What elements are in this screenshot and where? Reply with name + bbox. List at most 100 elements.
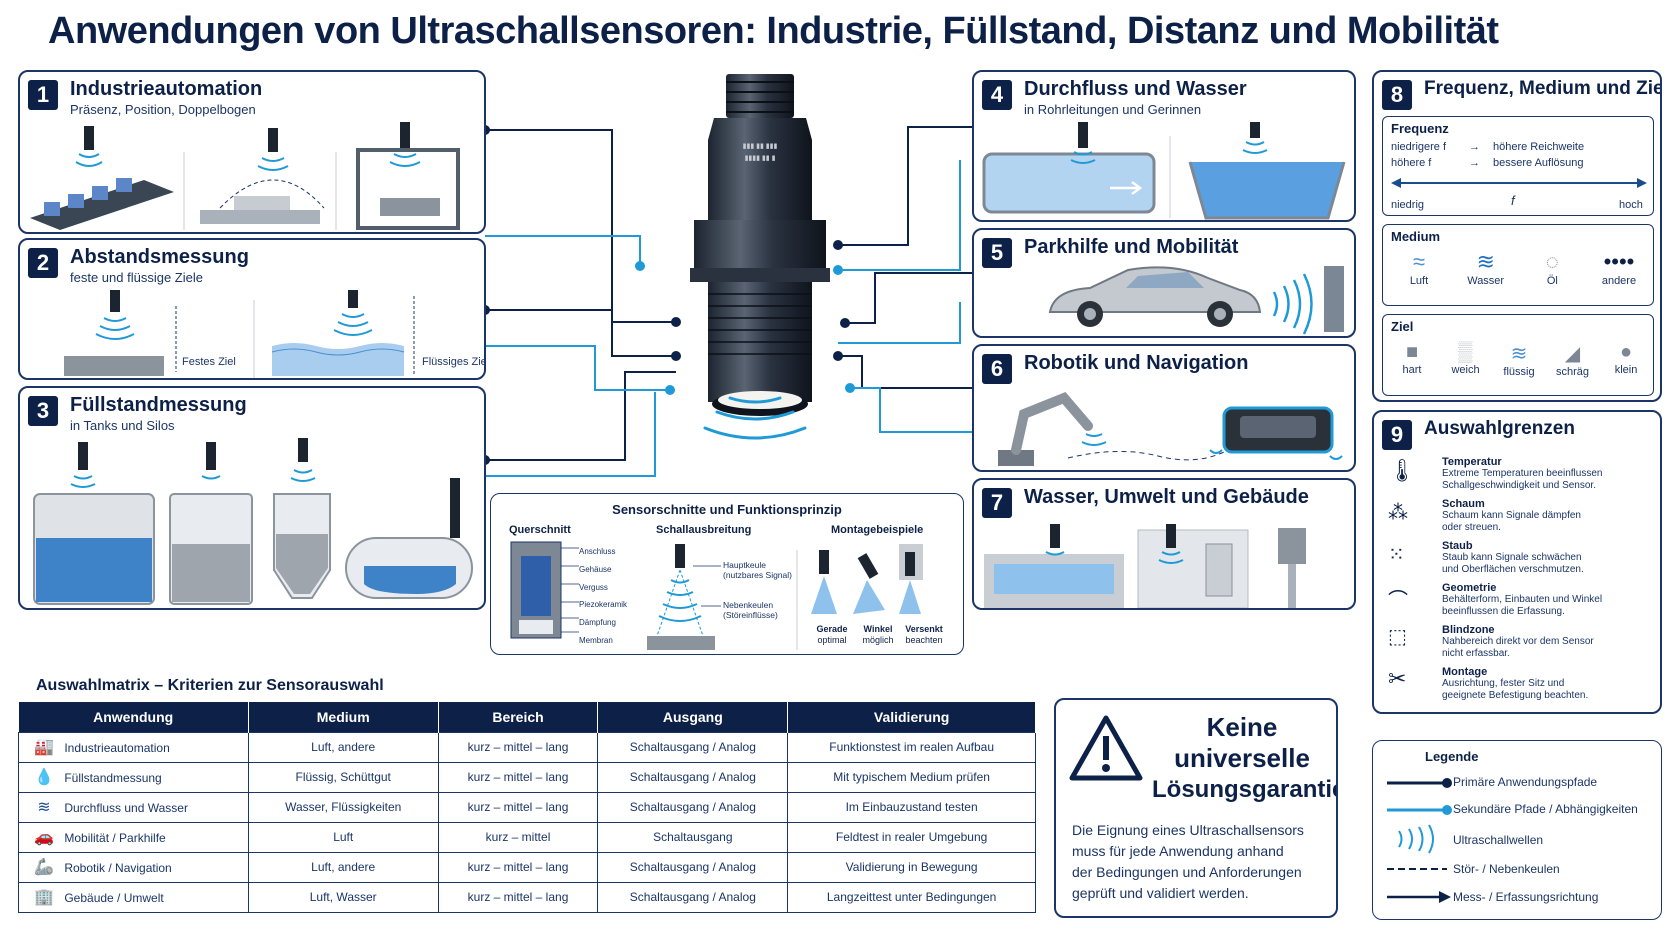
limit-heading: Montage [1442,666,1488,678]
limit-heading: Geometrie [1442,582,1497,594]
legend-box: Legende Primäre Anwendungspfade Sekundär… [1372,740,1662,920]
panel-number: 8 [1382,80,1412,110]
mount-straight-label: Gerade [816,624,848,634]
legend-waves: Ultraschallwellen [1453,833,1544,847]
table-row: 🚗 Mobilität / Parkhilfe Luft kurz – mitt… [18,821,1036,853]
mount-straight-sub: optimal [817,635,847,645]
robotics-illustration [998,392,1343,466]
waves-icon: ≋ [37,799,51,816]
warning-body-line: muss für jede Anwendung anhand [1072,843,1284,859]
panel-subtitle: Präsenz, Position, Doppelbogen [70,102,256,117]
mount-angle-sub: möglich [862,635,894,645]
limit-geometry: Geometrie Behälterform, Einbauten und Wi… [1442,582,1656,618]
panel-subtitle: feste und flüssige Ziele [70,270,203,285]
cell-medium: Luft [247,821,439,853]
cell-range: kurz – mittel – lang [437,761,599,793]
legend-primary: Primäre Anwendungspfade [1453,775,1598,789]
tanks-illustration [33,438,473,605]
header-application: Anwendung [18,702,249,732]
warning-body-line: geprüft und validiert werden. [1072,885,1249,901]
panel-frequency-medium-target: 8 Frequenz, Medium und Ziel Frequenz nie… [1372,70,1662,402]
central-sensor: ▮▮▮ ▮▮ ▮▮▮ ▮▮▮▮ ▮▮ ▮ [690,74,830,416]
limit-text: oder streuen. [1442,522,1501,533]
robot-arm-icon: 🦾 [34,859,54,876]
header-medium: Medium [248,702,439,732]
warning-body-line: Die Eignung eines Ultraschallsensors [1072,822,1304,838]
panel-title: Frequenz, Medium und Ziel [1424,78,1662,99]
table-row: 🏢 Gebäude / Umwelt Luft, Wasser kurz – m… [18,881,1036,913]
panel-distance-measurement: 2 Abstandsmessung feste und flüssige Zie… [18,238,486,380]
side-lobe-text: Nebenkeulen [723,600,774,610]
freq-high-label: höhere f [1391,157,1432,169]
target-section: Ziel ■hart ▒weich ≋flüssig ◢schräg ●klei… [1382,314,1654,396]
panel-number: 6 [982,354,1012,384]
cross-section-title: Querschnitt [509,524,571,536]
sensor-principle-box: Sensorschnitte und Funktionsprinzip Quer… [490,493,964,655]
panel-title: Auswahlgrenzen [1424,418,1575,439]
medium-section: Medium ≈Luft ≋Wasser ◌Öl ••••andere [1382,224,1654,306]
label-potting: Verguss [579,582,608,592]
target-soft: weich [1451,364,1480,376]
warning-heading-line2: universelle [1174,743,1310,773]
main-lobe-subtext: (nutzbares Signal) [723,570,792,580]
air-icon: ≈ [1412,249,1426,274]
table-row: ≋ Durchfluss und Wasser Wasser, Flüssigk… [18,791,1036,823]
primary-path-3 [485,371,676,461]
legend-title: Legende [1425,749,1479,764]
target-title: Ziel [1391,319,1414,334]
panel-title: Füllstandmessung [70,394,247,416]
medium-oil: Öl [1546,275,1558,287]
panel-number: 5 [982,238,1012,268]
liquid-target-label: Flüssiges Ziel [422,356,486,368]
panel-subtitle: in Tanks und Silos [70,418,175,433]
cell-application: 🏢 Gebäude / Umwelt [18,881,249,913]
dust-icon: ⁙ [1388,544,1405,566]
warning-heading: Keine universelle Lösungsgarantie [1152,712,1338,805]
small-target-icon: ● [1619,341,1633,363]
axis-low-label: niedrig [1391,199,1425,211]
page-title: Anwendungen von Ultraschallsensoren: Ind… [48,10,1499,52]
limit-heading: Staub [1442,540,1473,552]
label-housing: Gehäuse [579,564,612,574]
factory-icon: 🏭 [34,739,54,756]
panel-level-measurement: 3 Füllstandmessung in Tanks und Silos [18,386,486,610]
limit-heading: Schaum [1442,498,1485,510]
limit-heading: Blindzone [1442,624,1495,636]
target-small: klein [1614,364,1638,376]
limit-mounting: Montage Ausrichtung, fester Sitz und gee… [1442,666,1656,702]
app-name: Robotik / Navigation [64,861,172,875]
solid-target-label: Festes Ziel [182,356,236,368]
panel-title: Durchfluss und Wasser [1024,78,1247,100]
car-illustration [1048,266,1344,335]
cell-validation: Im Einbauzustand testen [787,791,1036,823]
panel-subtitle: in Rohrleitungen und Gerinnen [1024,102,1202,117]
tools-icon: ✂ [1388,666,1407,691]
app-name: Füllstandmessung [64,771,162,785]
freq-low-label: niedrigere f [1391,141,1447,153]
thermometer-icon: 🌡 [1388,458,1416,483]
frequency-title: Frequenz [1391,121,1449,136]
target-inclined: schräg [1555,366,1590,378]
cell-validation: Langzeittest unter Bedingungen [787,881,1036,913]
target-icons: ■hart ▒weich ≋flüssig ◢schräg ●klein [1387,341,1651,378]
app-name: Durchfluss und Wasser [64,801,188,815]
cell-application: 💧 Füllstandmessung [18,761,249,793]
label-membrane: Membran [579,635,613,645]
freq-low-effect: höhere Reichweite [1493,141,1585,153]
matrix-header-row: Anwendung Medium Bereich Ausgang Validie… [18,702,1036,732]
arrow-right-icon: → [1469,157,1480,169]
panel-water-environment-building: 7 Wasser, Umwelt und Gebäude [972,478,1356,610]
limit-temperature: Temperatur Extreme Temperaturen beeinflu… [1442,456,1656,492]
side-lobe-subtext: (Störeinflüsse) [723,610,778,620]
panel-selection-limits: 9 Auswahlgrenzen 🌡 ⁂ ⁙ ⌒ ⬚ ✂ Temperatur … [1372,410,1662,714]
warning-box: Keine universelle Lösungsgarantie Die Ei… [1054,698,1338,918]
medium-other: andere [1601,275,1637,287]
warning-heading-line3: Lösungsgarantie [1152,776,1338,803]
limit-text: Schallgeschwindigkeit und Sensor. [1442,480,1596,491]
panel-number: 2 [28,248,58,278]
panel-title: Wasser, Umwelt und Gebäude [1024,486,1309,508]
panel-title: Industrieautomation [70,78,263,100]
cell-range: kurz – mittel – lang [437,791,599,823]
limit-text: beeinflussen die Erfassung. [1442,606,1565,617]
